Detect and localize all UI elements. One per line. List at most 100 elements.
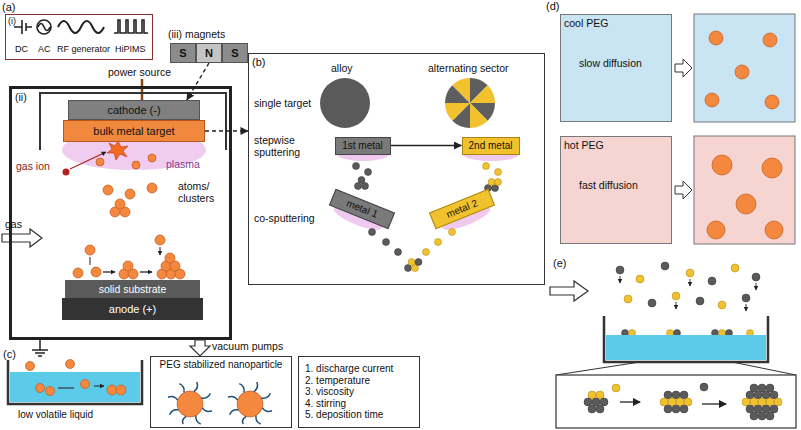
peg-chains xyxy=(228,396,238,400)
falling-atoms xyxy=(661,262,669,270)
row-label: single target xyxy=(254,97,311,109)
cluster-growth xyxy=(672,391,680,399)
peg-chains xyxy=(202,408,212,412)
sputtered-atoms xyxy=(123,261,133,271)
falling-atoms xyxy=(708,277,716,285)
sputtered-atoms xyxy=(147,183,157,193)
vacuum-chamber: (ii) cathode (-) bulk metal target solid su… xyxy=(9,86,232,340)
beaker-c xyxy=(81,380,90,389)
cluster-growth xyxy=(676,398,684,406)
sputtered-atoms xyxy=(148,154,156,162)
panel-letter: (a) xyxy=(2,1,15,14)
power-source-symbols xyxy=(14,20,32,34)
gas-ion xyxy=(107,141,128,160)
beaker-c xyxy=(8,360,142,404)
peg-chains xyxy=(230,410,239,415)
diffusing-particles xyxy=(765,221,783,239)
target-panel: (b)1st metal2nd metalmetal 1metal 2 xyxy=(248,53,545,285)
node-text: HiPIMS xyxy=(115,44,146,54)
sputtered-atoms xyxy=(140,271,152,272)
panel-e-illustration xyxy=(604,316,768,362)
panel-d-illustration xyxy=(675,59,692,77)
peg-chains xyxy=(262,408,272,412)
panel-letter: (d) xyxy=(546,0,559,13)
cluster-growth xyxy=(746,391,754,399)
sputtered-atoms xyxy=(85,245,95,255)
alternating-sector-target xyxy=(452,78,470,103)
node-text: hot PEG xyxy=(564,139,604,151)
cluster-growth xyxy=(664,405,672,413)
hot-peg-box: hot PEGfast diffusion xyxy=(560,136,672,244)
tilted-target: metal 2 xyxy=(428,188,494,229)
panel-e-illustration xyxy=(556,262,796,428)
falling-atoms xyxy=(676,302,677,309)
alternating-sector-target xyxy=(470,85,495,103)
peg-chains xyxy=(179,384,184,393)
panel-b-illustration xyxy=(408,259,415,266)
substrate: solid substrate xyxy=(65,280,200,298)
peg-chains xyxy=(242,416,246,424)
peg-chains xyxy=(239,384,244,393)
gas-ion xyxy=(70,152,106,169)
falling-atoms xyxy=(624,295,632,303)
beaker-c xyxy=(8,360,142,405)
node-text: bulk metal target xyxy=(93,125,174,138)
power-source-box: (i)DCACRF generatorHiPIMS xyxy=(5,14,153,60)
cluster-growth xyxy=(596,391,604,399)
metal-target-bar: 2nd metal xyxy=(462,137,520,155)
metal-target: bulk metal target xyxy=(63,120,205,142)
cluster-growth xyxy=(754,405,762,413)
connector xyxy=(391,145,462,146)
cluster-growth xyxy=(596,405,604,413)
falling-atoms xyxy=(718,301,726,309)
diffusing-particles xyxy=(705,93,719,107)
cluster-growth xyxy=(754,391,762,399)
node-text: (ii) xyxy=(15,91,27,103)
transfer-arrow xyxy=(550,281,588,301)
peg-chains xyxy=(261,393,270,398)
falling-atoms xyxy=(746,304,747,311)
cluster-growth xyxy=(684,398,692,406)
alternating-sector-target xyxy=(445,103,470,121)
node-text: anode (+) xyxy=(109,303,156,316)
panel-b-illustration xyxy=(435,239,442,246)
beaker-c xyxy=(46,387,55,396)
panel-e-illustration xyxy=(606,335,766,360)
falling-atoms xyxy=(672,292,680,300)
part-label: vacuum pumps xyxy=(212,340,283,352)
diffusing-particles xyxy=(707,221,725,239)
peg-particles xyxy=(168,382,272,424)
diffusing-particles xyxy=(735,65,749,79)
anode: anode (+) xyxy=(62,298,203,320)
cluster-growth xyxy=(742,398,750,406)
node-text: cathode (-) xyxy=(107,104,160,117)
node-text: (b) xyxy=(252,56,265,69)
peg-chains xyxy=(170,410,179,415)
cluster-growth xyxy=(746,405,754,413)
row-label: stepwise sputtering xyxy=(254,134,320,158)
cluster-growth xyxy=(762,405,770,413)
part-label: alternating sector xyxy=(428,62,509,74)
cluster-growth xyxy=(762,391,770,399)
panel-b-illustration xyxy=(353,163,360,170)
node-text: RF generator xyxy=(57,44,110,54)
node-text: slow diffusion xyxy=(579,57,642,69)
sputtered-atoms xyxy=(103,185,113,195)
node-text: solid substrate xyxy=(99,283,167,295)
cluster-growth xyxy=(758,412,766,420)
power-source-symbols xyxy=(37,20,51,34)
sputtered-atoms xyxy=(91,267,101,277)
cluster-growth xyxy=(660,398,668,406)
falling-atoms xyxy=(620,276,621,283)
node-text: cool PEG xyxy=(564,17,608,29)
beaker-c xyxy=(10,372,140,402)
falling-atoms xyxy=(756,283,757,290)
cluster-growth xyxy=(680,391,688,399)
node-text: DC xyxy=(15,44,28,54)
panel-e-illustration xyxy=(556,362,796,375)
node-text: 4. stirring xyxy=(305,398,346,410)
falling-atoms xyxy=(648,299,656,307)
power-source-symbols xyxy=(58,21,104,33)
panel-b-illustration xyxy=(365,169,372,176)
falling-atoms xyxy=(616,266,624,274)
